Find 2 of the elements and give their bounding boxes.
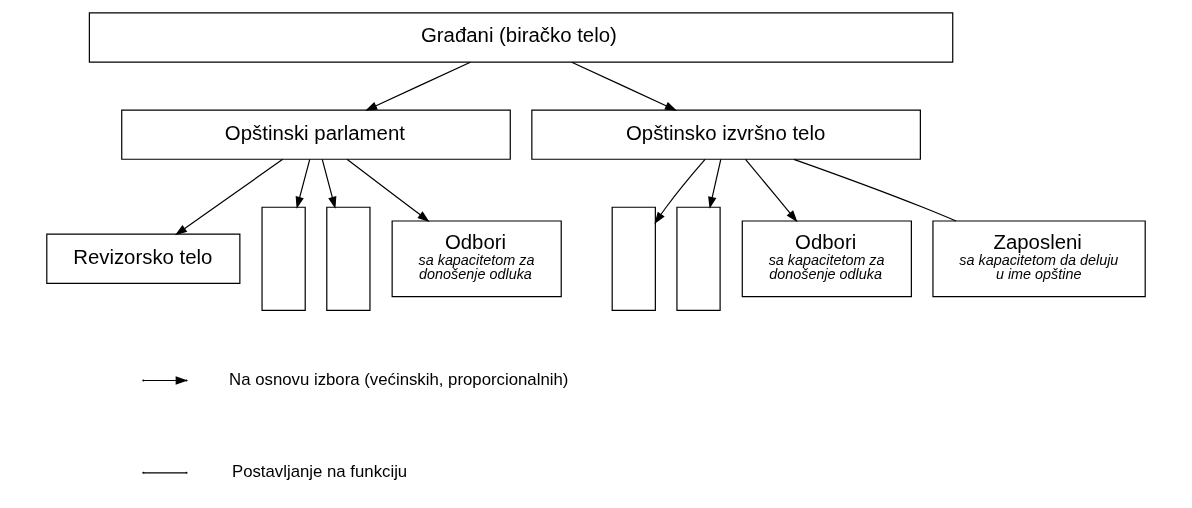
legend-label: Na osnovu izbora (većinskih, proporcionalnih) <box>229 369 569 389</box>
legend-label: Postavljanje na funkciju <box>231 462 408 482</box>
